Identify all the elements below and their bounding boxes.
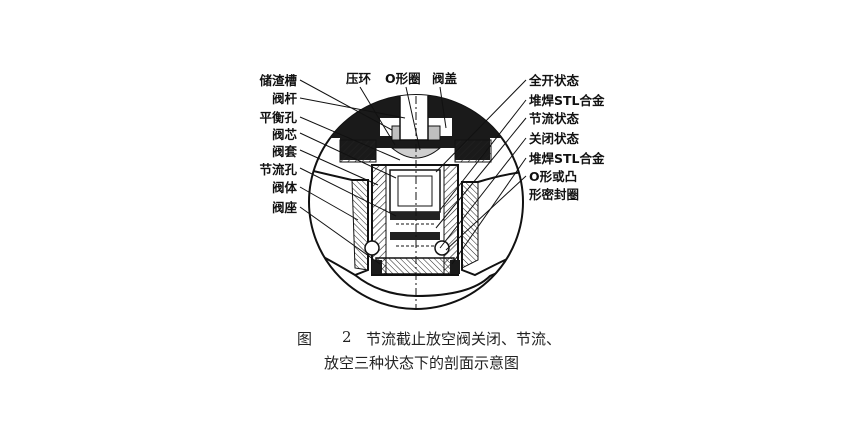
label-sleeve: 阀套 <box>271 144 297 159</box>
label-throttle-hole: 节流孔 <box>259 162 297 177</box>
seat-dark-left <box>372 260 382 274</box>
caption-fig-label: 图 <box>297 330 313 348</box>
caption-fig-number: 2 <box>342 328 352 346</box>
label-seal-type-2: 形密封圈 <box>529 187 580 202</box>
label-throttle-state: 节流状态 <box>529 111 580 126</box>
label-stl-overlay-2: 堆焊STL合金 <box>529 151 605 166</box>
label-o-ring: O形圈 <box>385 71 421 86</box>
label-stl-overlay-1: 堆焊STL合金 <box>529 93 605 108</box>
o-ring <box>390 147 442 159</box>
label-bonnet: 阀盖 <box>432 71 458 86</box>
valve-seat <box>375 257 455 275</box>
throttle-band-2 <box>390 232 440 240</box>
throttle-band-1 <box>390 212 440 220</box>
body-left-hatch <box>351 179 369 271</box>
leaders-top <box>359 86 447 151</box>
seat-dark-right <box>450 260 460 274</box>
label-press-ring: 压环 <box>346 71 372 86</box>
valve-stem <box>399 95 429 141</box>
plug-inner <box>397 175 433 207</box>
body-right-hatch <box>461 181 479 269</box>
label-full-open: 全开状态 <box>529 73 580 88</box>
caption-line-1: 节流截止放空阀关闭、节流、 <box>366 330 562 348</box>
leaders-left <box>299 79 406 265</box>
label-slag-groove: 储渣槽 <box>259 73 297 88</box>
left-flange <box>339 139 377 163</box>
seal-ring-left <box>364 240 380 256</box>
label-plug: 阀芯 <box>271 127 297 142</box>
label-body: 阀体 <box>271 180 297 195</box>
label-seat: 阀座 <box>271 200 297 215</box>
label-balance-hole: 平衡孔 <box>259 110 297 125</box>
leaders-right <box>435 79 527 265</box>
caption-line-2: 放空三种状态下的剖面示意图 <box>324 354 520 372</box>
label-closed-state: 关闭状态 <box>529 131 580 146</box>
label-stem: 阀杆 <box>271 91 297 106</box>
seal-ring-right <box>434 240 450 256</box>
label-seal-type-1: O形或凸 <box>529 169 578 184</box>
